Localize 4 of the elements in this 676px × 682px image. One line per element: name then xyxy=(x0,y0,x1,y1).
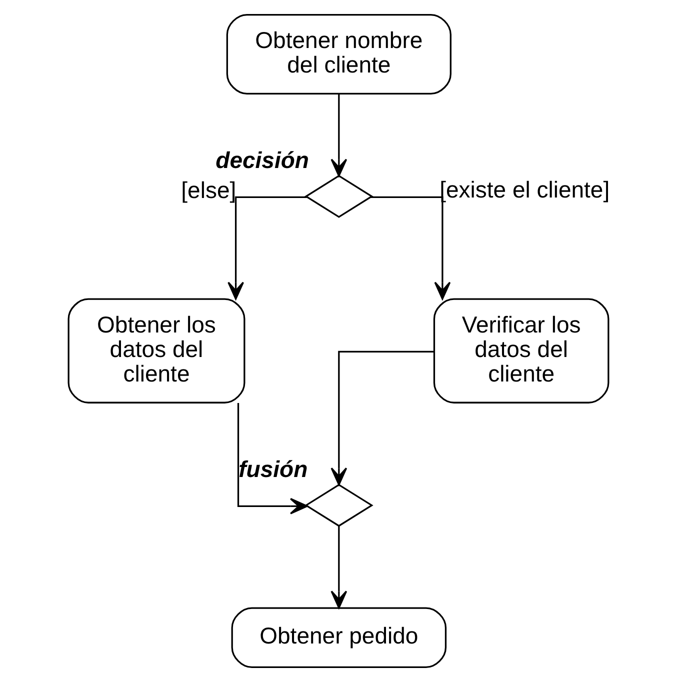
node-label: fusión xyxy=(238,456,308,482)
edge-label: [else] xyxy=(180,177,236,204)
edge-label: [existe el cliente] xyxy=(439,176,610,203)
node-label: decisión xyxy=(215,146,308,173)
